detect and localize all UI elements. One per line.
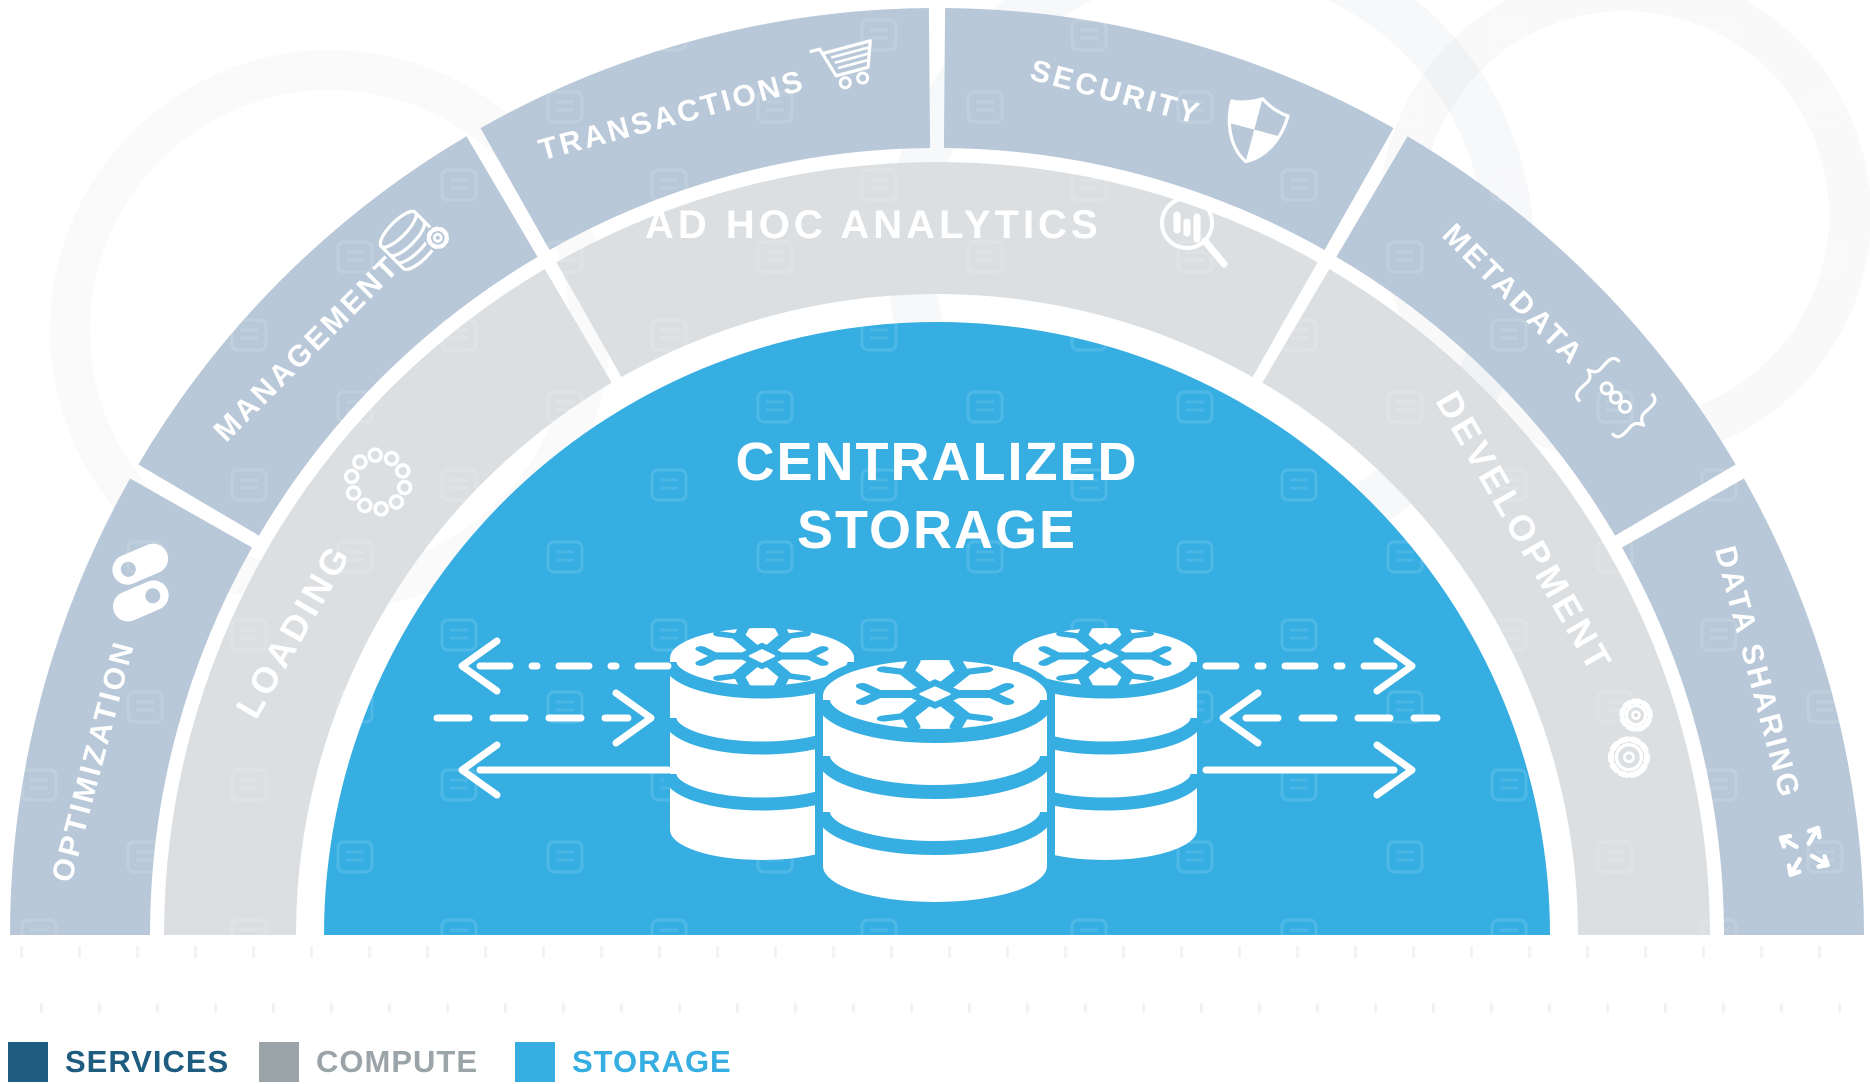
svg-text:AD HOC ANALYTICS: AD HOC ANALYTICS xyxy=(645,203,1102,247)
label-ad-hoc-analytics: AD HOC ANALYTICS xyxy=(645,196,1228,268)
loading-spinner-icon xyxy=(343,447,413,517)
database-cylinder-center xyxy=(815,652,1055,910)
legend-item-storage: STORAGE xyxy=(515,1042,732,1082)
base-tick-marks xyxy=(20,946,1850,1013)
center-title-line2: STORAGE xyxy=(797,500,1077,560)
database-gear-icon xyxy=(378,209,451,272)
center-title-line1: CENTRALIZED xyxy=(736,432,1139,492)
legend-label-compute: COMPUTE xyxy=(316,1044,478,1079)
share-arrows-icon xyxy=(1778,825,1830,877)
services-color-swatch xyxy=(8,1042,48,1082)
centralized-storage-content: CENTRALIZED STORAGE xyxy=(433,432,1441,910)
pills-icon xyxy=(112,543,169,622)
braces-metadata-icon xyxy=(1575,356,1657,439)
storage-color-swatch xyxy=(515,1042,555,1082)
compute-color-swatch xyxy=(259,1042,299,1082)
magnifier-chart-icon xyxy=(1160,196,1228,268)
gears-icon xyxy=(1607,698,1653,779)
data-flow-arrows-left xyxy=(433,637,672,799)
legend-label-storage: STORAGE xyxy=(572,1044,732,1079)
shopping-cart-icon xyxy=(809,39,872,90)
legend-item-compute: COMPUTE xyxy=(259,1042,478,1082)
legend-item-services: SERVICES xyxy=(8,1042,229,1082)
legend-label-services: SERVICES xyxy=(65,1044,230,1079)
snowflake-database-cluster xyxy=(663,627,1204,910)
data-flow-arrows-right xyxy=(1202,637,1441,799)
